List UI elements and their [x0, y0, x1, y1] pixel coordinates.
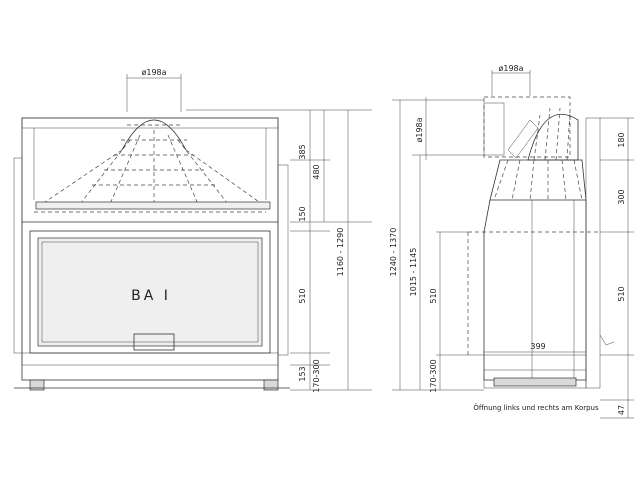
- front-hood-ledge: [35, 201, 271, 210]
- side-flue-diameter-top: ø198a: [498, 64, 523, 73]
- side-dimension-lines-left: [392, 97, 484, 391]
- dim-399: 399: [530, 342, 545, 351]
- dim-480: 480: [312, 164, 321, 179]
- dim-300: 300: [617, 189, 626, 204]
- side-flue-dome: [527, 113, 579, 161]
- dim-170-300-front: 170-300: [312, 359, 321, 392]
- dim-170-300-side: 170-300: [429, 359, 438, 392]
- dim-510-side-right: 510: [617, 286, 626, 301]
- dim-180: 180: [617, 132, 626, 147]
- dim-510-side-left: 510: [429, 288, 438, 303]
- dim-510-front: 510: [298, 288, 307, 303]
- side-base-plate: [493, 377, 577, 387]
- dim-1015-1145: 1015 - 1145: [409, 248, 418, 297]
- dim-1160-1290: 1160 - 1290: [336, 228, 345, 277]
- front-flue-diameter-label: ø198a: [141, 68, 166, 77]
- side-flue-box: [483, 96, 571, 158]
- front-glass-door: [37, 237, 263, 347]
- front-hood-outline: [41, 149, 263, 205]
- dim-385: 385: [298, 144, 307, 159]
- front-view: ø198a BA I: [13, 68, 372, 393]
- front-brand-label: BA I: [131, 288, 171, 304]
- dim-150: 150: [298, 206, 307, 221]
- dim-47: 47: [617, 405, 626, 415]
- front-flue-dome: [121, 119, 187, 151]
- front-foot-right: [263, 379, 279, 391]
- side-body: [483, 199, 587, 381]
- front-dimension-lines: [186, 109, 372, 391]
- side-rear-panel: [585, 117, 601, 389]
- side-footnote: Öffnung links und rechts am Korpus: [473, 403, 599, 412]
- front-door-handle: [133, 333, 175, 351]
- side-view: ø198a 399: [389, 64, 634, 419]
- front-foot-left: [29, 379, 45, 391]
- dim-1240-1370: 1240 - 1370: [389, 228, 398, 277]
- side-dimension-lines-right: [600, 117, 634, 419]
- dim-153: 153: [298, 366, 307, 381]
- side-flue-diameter-side: ø198a: [415, 117, 424, 142]
